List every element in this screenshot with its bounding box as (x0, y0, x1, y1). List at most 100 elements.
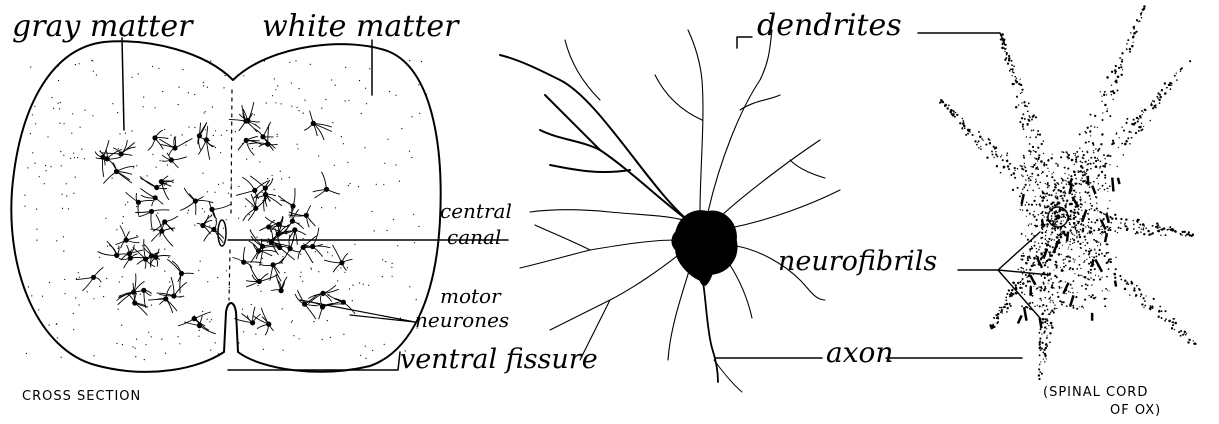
ox-stipple-dot (1049, 341, 1051, 343)
stipple-dot (277, 136, 278, 137)
ox-stipple-dot (1023, 253, 1024, 254)
ox-stipple-dot (1085, 288, 1087, 290)
label-of-ox: OF OX) (1110, 403, 1161, 418)
ox-stipple-dot (1074, 174, 1076, 176)
stipple-dot (164, 249, 165, 250)
ox-stipple-dot (1041, 242, 1043, 244)
ox-stipple-dot (1021, 92, 1023, 94)
ox-stipple-dot (1073, 227, 1075, 229)
ox-stipple-dot (980, 146, 981, 147)
ox-stipple-dot (1011, 64, 1013, 66)
stipple-dot (267, 178, 268, 179)
stipple-dot (207, 281, 208, 282)
ox-stipple-dot (1012, 189, 1014, 191)
neurofibril-mark (1036, 257, 1043, 268)
ox-stipple-dot (1042, 190, 1044, 192)
stipple-dot (243, 331, 244, 332)
ox-stipple-dot (1042, 254, 1043, 255)
gray-matter-neurone (117, 274, 144, 305)
ox-stipple-dot (1035, 163, 1036, 164)
ox-stipple-dot (1029, 269, 1031, 271)
ox-stipple-dot (1093, 162, 1095, 164)
ox-stipple-dot (1069, 269, 1070, 270)
ox-stipple-dot (1044, 264, 1046, 266)
ox-stipple-dot (1088, 226, 1090, 228)
ox-stipple-dot (1121, 143, 1123, 145)
ox-stipple-dot (1054, 223, 1056, 225)
ox-stipple-dot (1153, 100, 1155, 102)
stipple-dot (238, 218, 239, 219)
ox-stipple-dot (1123, 154, 1125, 156)
stipple-dot (318, 155, 319, 156)
stipple-dot (298, 223, 299, 224)
stipple-dot (347, 162, 348, 163)
ox-stipple-dot (1072, 292, 1074, 294)
stipple-dot (36, 229, 37, 230)
ox-stipple-dot (1079, 183, 1081, 185)
ox-stipple-dot (1082, 231, 1084, 233)
dendrite-branch (535, 225, 590, 250)
ox-stipple-dot (1185, 334, 1187, 336)
stipple-dot (332, 122, 333, 123)
ox-stipple-dot (1021, 174, 1022, 175)
ox-stipple-dot (1133, 224, 1135, 226)
ox-stipple-dot (1013, 282, 1015, 284)
neurofibril-mark (1117, 177, 1121, 184)
ox-stipple-dot (1186, 233, 1188, 235)
ox-stipple-dot (1093, 297, 1095, 299)
ox-stipple-dot (1044, 206, 1046, 208)
stipple-dot (147, 175, 148, 176)
stipple-dot (372, 350, 373, 351)
ox-stipple-dot (1046, 260, 1048, 262)
stipple-dot (127, 202, 128, 203)
ox-stipple-dot (1038, 332, 1040, 334)
ox-stipple-dot (1028, 204, 1030, 206)
stipple-dot (297, 148, 298, 149)
ox-stipple-dot (1093, 256, 1095, 258)
ox-stipple-dot (1025, 184, 1027, 186)
stipple-dot (60, 102, 61, 103)
stipple-dot (148, 332, 149, 333)
ox-stipple-dot (1039, 354, 1041, 356)
ox-stipple-dot (1053, 206, 1054, 207)
ox-stipple-dot (1090, 277, 1091, 278)
ox-stipple-dot (1026, 210, 1028, 212)
stipple-dot (107, 246, 108, 247)
ox-stipple-dot (1050, 278, 1052, 280)
ox-stipple-dot (1043, 140, 1045, 142)
ox-stipple-dot (1021, 305, 1023, 307)
stipple-dot (383, 184, 384, 185)
ox-stipple-dot (1032, 146, 1034, 148)
ox-stipple-dot (1135, 296, 1136, 297)
ox-stipple-dot (1143, 227, 1144, 228)
ox-stipple-dot (1180, 330, 1182, 332)
label-cross-section: CROSS SECTION (22, 389, 141, 404)
ox-stipple-dot (1106, 226, 1108, 228)
ox-stipple-dot (1060, 221, 1061, 222)
ox-stipple-dot (1021, 204, 1023, 206)
ox-stipple-dot (963, 125, 966, 128)
stipple-dot (349, 288, 350, 289)
ox-stipple-dot (1096, 208, 1098, 210)
ox-stipple-dot (1027, 259, 1029, 261)
ox-stipple-dot (1088, 231, 1090, 233)
ox-stipple-dot (1120, 228, 1122, 230)
stipple-dot (231, 184, 232, 185)
stipple-dot (132, 346, 133, 347)
stipple-dot (63, 251, 64, 252)
stipple-dot (81, 149, 82, 150)
ox-stipple-dot (1090, 296, 1092, 298)
ox-stipple-dot (1105, 183, 1106, 184)
ox-stipple-dot (1139, 224, 1141, 226)
ox-stipple-dot (1088, 160, 1089, 161)
ox-stipple-dot (993, 146, 995, 148)
ox-stipple-dot (1098, 183, 1099, 184)
ox-stipple-dot (1161, 89, 1163, 91)
stipple-dot (382, 259, 383, 260)
ox-stipple-dot (1126, 48, 1128, 50)
ox-stipple-dot (1100, 233, 1101, 234)
ox-stipple-dot (1094, 209, 1096, 211)
ox-stipple-dot (1020, 209, 1021, 210)
ox-stipple-dot (1099, 211, 1101, 213)
ox-stipple-dot (1050, 246, 1051, 247)
